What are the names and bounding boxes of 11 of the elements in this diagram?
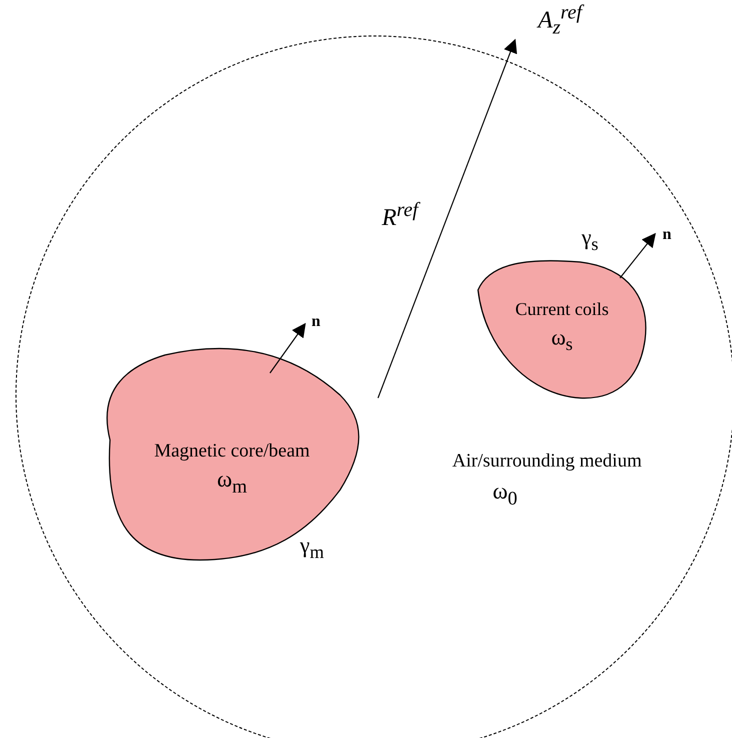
region-label: Air/surrounding medium	[452, 452, 642, 472]
dimension-label: R$^{ref}$	[382, 198, 418, 232]
boundary-symbol: γ$_{s}$	[582, 226, 598, 254]
region-label: Magnetic core/beam	[154, 442, 310, 462]
normal-label: n	[662, 226, 672, 244]
region-label: Current coils	[515, 300, 609, 320]
region-symbol: ω$_{s}$	[551, 326, 573, 354]
boundary-symbol: γ$_{m}$	[300, 534, 324, 562]
region-symbol: ω$_{m}$	[216, 466, 248, 498]
normal-label: n	[312, 313, 320, 331]
region-symbol: ω$_{0}$	[492, 478, 518, 510]
